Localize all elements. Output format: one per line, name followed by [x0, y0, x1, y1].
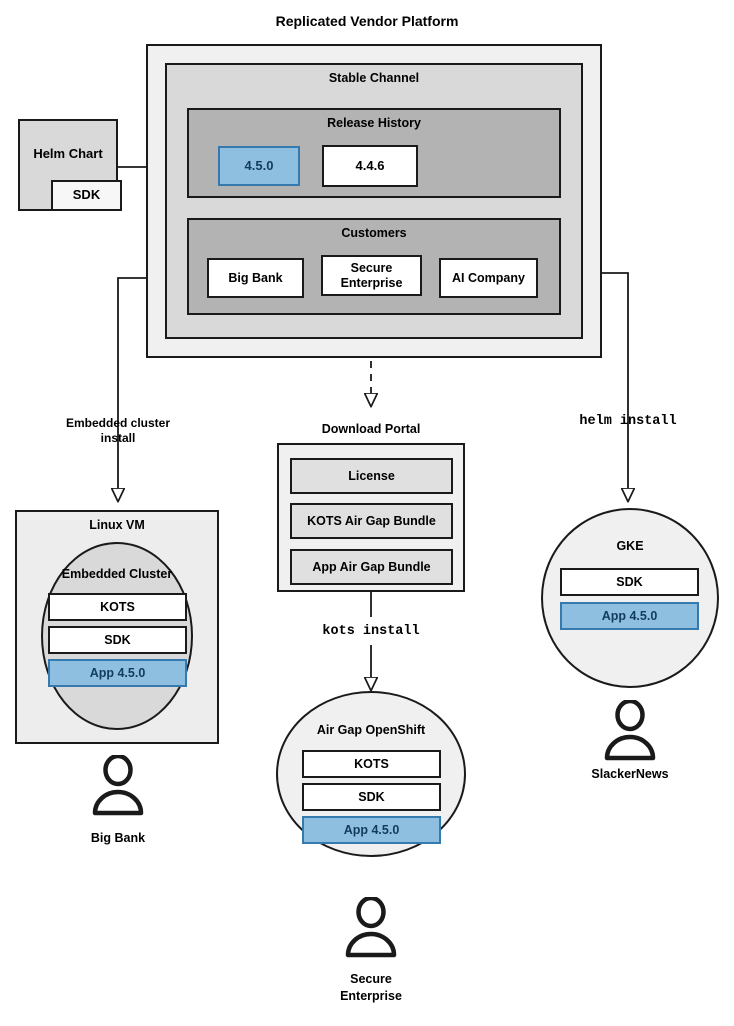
- component-label: App 4.5.0: [343, 822, 400, 837]
- actor-label-line1: Secure: [350, 972, 392, 986]
- component-label: App 4.5.0: [601, 608, 658, 623]
- component-label: SDK: [616, 574, 643, 589]
- component-kots[interactable]: KOTS: [48, 593, 187, 621]
- page-title: Replicated Vendor Platform: [275, 13, 459, 29]
- label-line2: install: [100, 431, 136, 445]
- kots-install-label: kots install: [322, 624, 420, 639]
- customer-box-big-bank[interactable]: Big Bank: [207, 258, 304, 298]
- customers-label: Customers: [341, 226, 407, 240]
- actor-icon-slackernews: [604, 700, 656, 761]
- component-label: SDK: [104, 632, 131, 647]
- sdk-label: SDK: [72, 187, 101, 203]
- customer-box-ai-company[interactable]: AI Company: [439, 258, 538, 298]
- helm-install-label: helm install: [579, 414, 677, 429]
- actor-label-big-bank: Big Bank: [90, 831, 146, 845]
- embedded-cluster-install-label: Embedded cluster install: [38, 416, 198, 446]
- customer-box-secure-enterprise[interactable]: Secure Enterprise: [321, 255, 422, 296]
- release-history-label: Release History: [327, 116, 421, 130]
- component-label: SDK: [358, 789, 385, 804]
- air-gap-openshift-title: Air Gap OpenShift: [316, 723, 426, 737]
- component-sdk[interactable]: SDK: [48, 626, 187, 654]
- component-app-450[interactable]: App 4.5.0: [560, 602, 699, 630]
- linux-vm-title: Linux VM: [89, 518, 145, 532]
- component-app-450[interactable]: App 4.5.0: [48, 659, 187, 687]
- artifact-license[interactable]: License: [290, 458, 453, 494]
- artifact-app-air-gap-bundle[interactable]: App Air Gap Bundle: [290, 549, 453, 585]
- component-label: App 4.5.0: [89, 665, 146, 680]
- component-label: KOTS: [100, 599, 135, 614]
- component-sdk[interactable]: SDK: [560, 568, 699, 596]
- customer-label: AI Company: [452, 270, 525, 285]
- component-app-450[interactable]: App 4.5.0: [302, 816, 441, 844]
- artifact-label: App Air Gap Bundle: [312, 559, 431, 574]
- actor-label-slackernews: SlackerNews: [591, 767, 669, 781]
- helm-chart-sdk-box[interactable]: SDK: [51, 180, 122, 211]
- actor-icon-secure-enterprise: [345, 897, 397, 958]
- component-label: KOTS: [354, 756, 389, 771]
- label-line1: Embedded cluster: [65, 416, 171, 430]
- download-portal-title: Download Portal: [321, 422, 421, 436]
- component-sdk[interactable]: SDK: [302, 783, 441, 811]
- actor-label-line2: Enterprise: [340, 988, 402, 1003]
- gke-ellipse: [541, 508, 719, 688]
- release-version-label: 4.5.0: [244, 157, 274, 173]
- stable-channel-label: Stable Channel: [328, 71, 420, 85]
- embedded-cluster-title: Embedded Cluster: [61, 567, 173, 581]
- artifact-kots-air-gap-bundle[interactable]: KOTS Air Gap Bundle: [290, 503, 453, 539]
- release-box-446[interactable]: 4.4.6: [322, 145, 418, 187]
- customer-label-line2: Enterprise: [340, 275, 403, 290]
- customer-label-line1: Secure: [350, 261, 393, 276]
- artifact-label: KOTS Air Gap Bundle: [307, 513, 436, 528]
- release-box-450[interactable]: 4.5.0: [218, 146, 300, 186]
- actor-icon-big-bank: [92, 755, 144, 816]
- release-version-label: 4.4.6: [355, 157, 385, 173]
- helm-chart-label: Helm Chart: [33, 145, 103, 161]
- gke-title: GKE: [616, 539, 644, 553]
- actor-label-secure-enterprise: Secure Enterprise: [311, 971, 431, 1005]
- customer-label: Big Bank: [228, 270, 283, 285]
- artifact-label: License: [348, 468, 395, 483]
- component-kots[interactable]: KOTS: [302, 750, 441, 778]
